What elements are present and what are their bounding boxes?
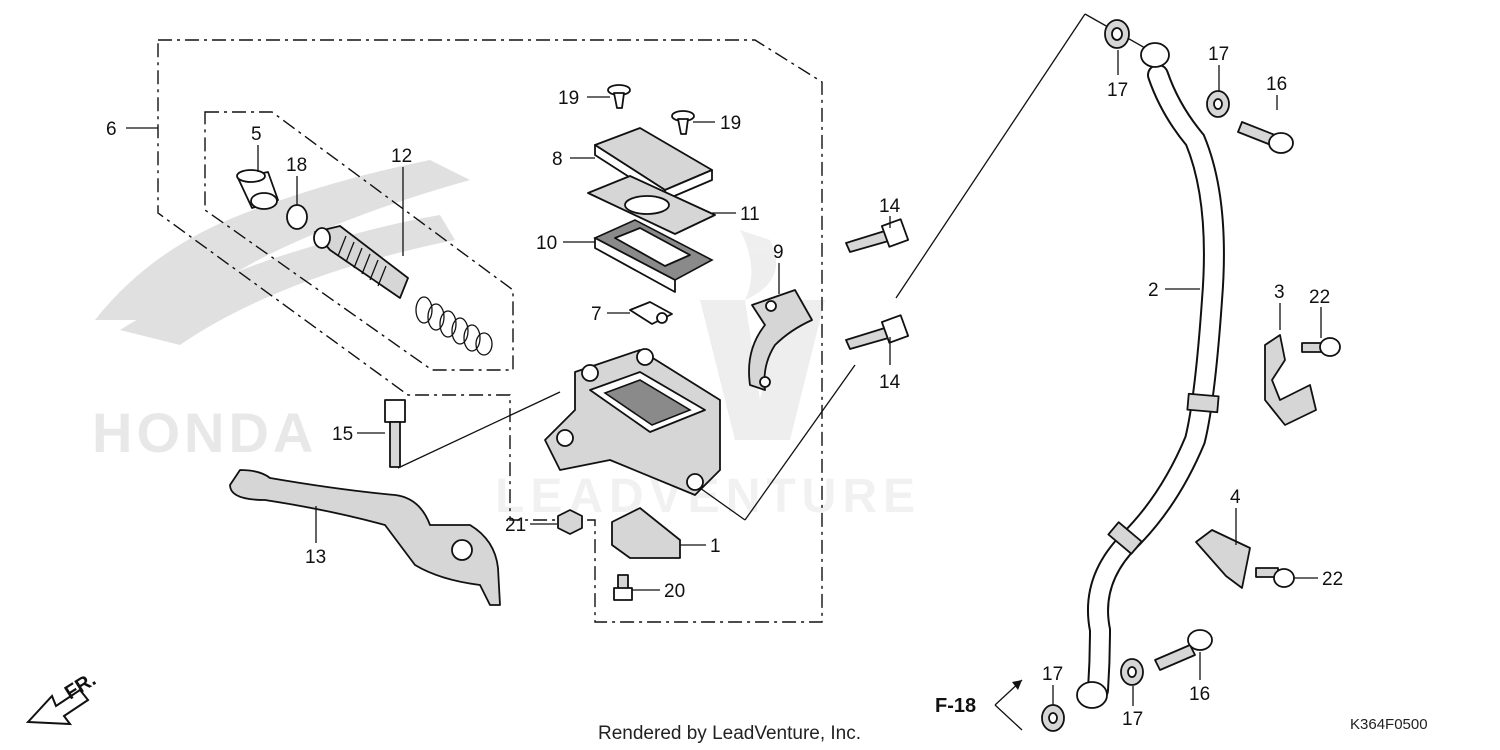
- label-part-1: 1: [710, 536, 721, 557]
- part-labels: 6 5 18 12 19 19 8 11 10 7 9 14 14 15 13 …: [106, 44, 1343, 730]
- part-13-brake-lever: [229, 469, 501, 606]
- part-20-screw: [613, 574, 633, 601]
- part-7-clip: [629, 301, 673, 325]
- label-part-22b: 22: [1322, 569, 1343, 590]
- part-17-washer-c: [1120, 658, 1144, 686]
- part-17-washer-b: [1206, 90, 1230, 118]
- part-11-diaphragm-plate: [587, 175, 716, 235]
- label-part-19a: 19: [558, 88, 579, 109]
- part-16-bolt-b: [1154, 629, 1213, 671]
- part-17-washer-a: [1104, 19, 1130, 49]
- label-part-21: 21: [505, 515, 526, 536]
- leader-lines: [126, 50, 1322, 706]
- label-part-17a: 17: [1107, 80, 1128, 101]
- label-part-10: 10: [536, 233, 557, 254]
- part-4-hose-guide: [1195, 529, 1251, 589]
- part-1-switch: [611, 507, 681, 559]
- label-part-17d: 17: [1042, 664, 1063, 685]
- label-part-14a: 14: [879, 196, 901, 217]
- part-22-bolt-a: [1301, 337, 1341, 357]
- part-14-bolt-b: [845, 314, 910, 350]
- label-part-22a: 22: [1309, 287, 1330, 308]
- footer-credit: Rendered by LeadVenture, Inc.: [598, 723, 861, 744]
- part-2-brake-hose: [1076, 42, 1225, 709]
- diagram-code: K364F0500: [1350, 716, 1428, 733]
- part-16-bolt-a: [1237, 121, 1294, 154]
- part-5-cap: [236, 169, 279, 210]
- label-part-13: 13: [305, 547, 326, 568]
- part-15-pivot-bolt: [384, 399, 406, 468]
- part-18-circlip: [286, 204, 308, 230]
- label-part-3: 3: [1274, 282, 1285, 303]
- label-part-16b: 16: [1189, 684, 1210, 705]
- part-21-nut: [557, 509, 583, 535]
- reference-f18: F-18: [935, 679, 1023, 731]
- label-part-2: 2: [1148, 280, 1159, 301]
- part-3-hose-clamp: [1264, 334, 1317, 426]
- reference-label: F-18: [935, 695, 976, 717]
- label-part-9: 9: [773, 242, 784, 263]
- honda-watermark-text: HONDA: [92, 401, 317, 464]
- part-19-screw-b: [671, 110, 695, 135]
- assembly-outline-6: [157, 39, 823, 623]
- part-9-holder: [748, 289, 813, 391]
- label-part-17c: 17: [1122, 709, 1143, 730]
- label-part-7: 7: [591, 304, 602, 325]
- part-17-washer-d: [1041, 704, 1065, 732]
- honda-watermark: HONDA: [92, 160, 470, 464]
- label-part-5: 5: [251, 124, 262, 145]
- part-12-piston-assembly: [313, 225, 493, 356]
- front-direction-arrow: FR.: [25, 669, 100, 726]
- label-part-12: 12: [391, 146, 412, 167]
- part-22-bolt-b: [1255, 567, 1295, 588]
- part-14-bolt-a: [845, 218, 910, 253]
- label-part-8: 8: [552, 149, 563, 170]
- assembly-outline-12: [204, 111, 514, 371]
- part-10-diaphragm: [593, 219, 714, 293]
- part-master-cylinder-body: [544, 348, 721, 496]
- label-part-17b: 17: [1208, 44, 1229, 65]
- label-part-6: 6: [106, 119, 117, 140]
- label-part-20: 20: [664, 581, 685, 602]
- label-part-16a: 16: [1266, 74, 1287, 95]
- label-part-18: 18: [286, 155, 307, 176]
- label-part-15: 15: [332, 424, 353, 445]
- label-part-4: 4: [1230, 487, 1241, 508]
- label-part-14b: 14: [879, 372, 901, 393]
- part-19-screw-a: [607, 84, 631, 109]
- label-part-11: 11: [740, 204, 760, 225]
- label-part-19b: 19: [720, 113, 741, 134]
